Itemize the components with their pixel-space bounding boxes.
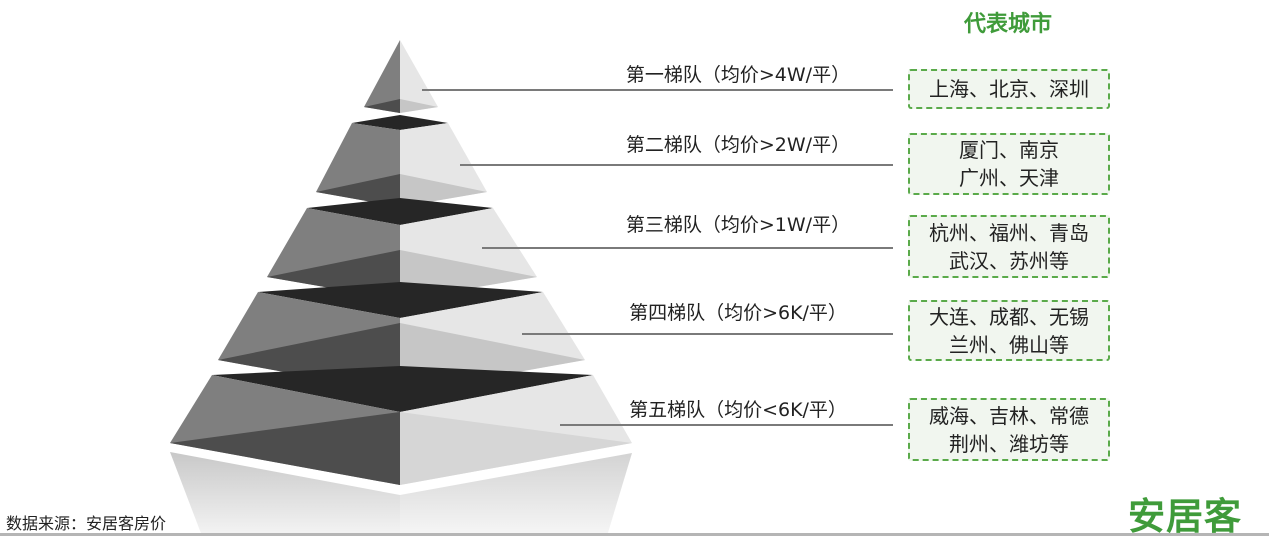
pyramid-tier-1 xyxy=(364,40,438,113)
tier-left-shadow xyxy=(170,412,400,485)
tier-3-label: 第三梯队（均价>1W/平） xyxy=(625,214,851,236)
tier-1-label: 第一梯队（均价>4W/平） xyxy=(625,64,851,86)
tier-left-shadow xyxy=(316,174,400,207)
city-line: 兰州、佛山等 xyxy=(949,332,1069,357)
data-source-note: 数据来源：安居客房价 xyxy=(6,514,167,533)
tier-top-surface xyxy=(258,282,543,318)
representative-cities-title: 代表城市 xyxy=(963,12,1052,37)
tier-right-shadow xyxy=(400,99,438,113)
tier-left-face xyxy=(364,40,400,113)
tier-right-shadow xyxy=(400,412,632,485)
city-line: 荆州、潍坊等 xyxy=(949,431,1069,456)
tier-2-cities-box: 厦门、南京 广州、天津 xyxy=(908,133,1110,195)
city-line: 威海、吉林、常德 xyxy=(929,403,1089,428)
tier-4-label: 第四梯队（均价>6K/平） xyxy=(629,302,847,324)
tier-3-cities-box: 杭州、福州、青岛 武汉、苏州等 xyxy=(908,215,1110,278)
anjuke-logo: 安居客 xyxy=(1128,495,1242,538)
tier-top-surface xyxy=(307,198,493,225)
pyramid-tier-5 xyxy=(170,366,632,485)
city-line: 大连、成都、无锡 xyxy=(929,304,1089,329)
city-line: 武汉、苏州等 xyxy=(949,248,1069,273)
tier-4-cities-box: 大连、成都、无锡 兰州、佛山等 xyxy=(908,300,1110,361)
tier-2-label: 第二梯队（均价>2W/平） xyxy=(625,134,851,156)
city-line: 上海、北京、深圳 xyxy=(929,77,1089,101)
city-line: 厦门、南京 xyxy=(959,138,1059,162)
tier-top-surface xyxy=(352,115,448,130)
pyramid-tier-2 xyxy=(316,115,487,207)
city-line: 广州、天津 xyxy=(959,166,1059,190)
tier-1-cities-box: 上海、北京、深圳 xyxy=(908,69,1110,109)
tier-5-label: 第五梯队（均价<6K/平） xyxy=(629,399,847,421)
bottom-divider xyxy=(0,533,1269,536)
tier-left-shadow xyxy=(364,99,400,113)
tier-top-surface xyxy=(212,366,593,412)
tier-right-shadow xyxy=(400,174,487,207)
pyramid-reflection xyxy=(170,452,632,536)
tier-5-cities-box: 威海、吉林、常德 荆州、潍坊等 xyxy=(908,398,1110,461)
city-line: 杭州、福州、青岛 xyxy=(929,220,1089,245)
tier-right-face xyxy=(400,40,438,113)
